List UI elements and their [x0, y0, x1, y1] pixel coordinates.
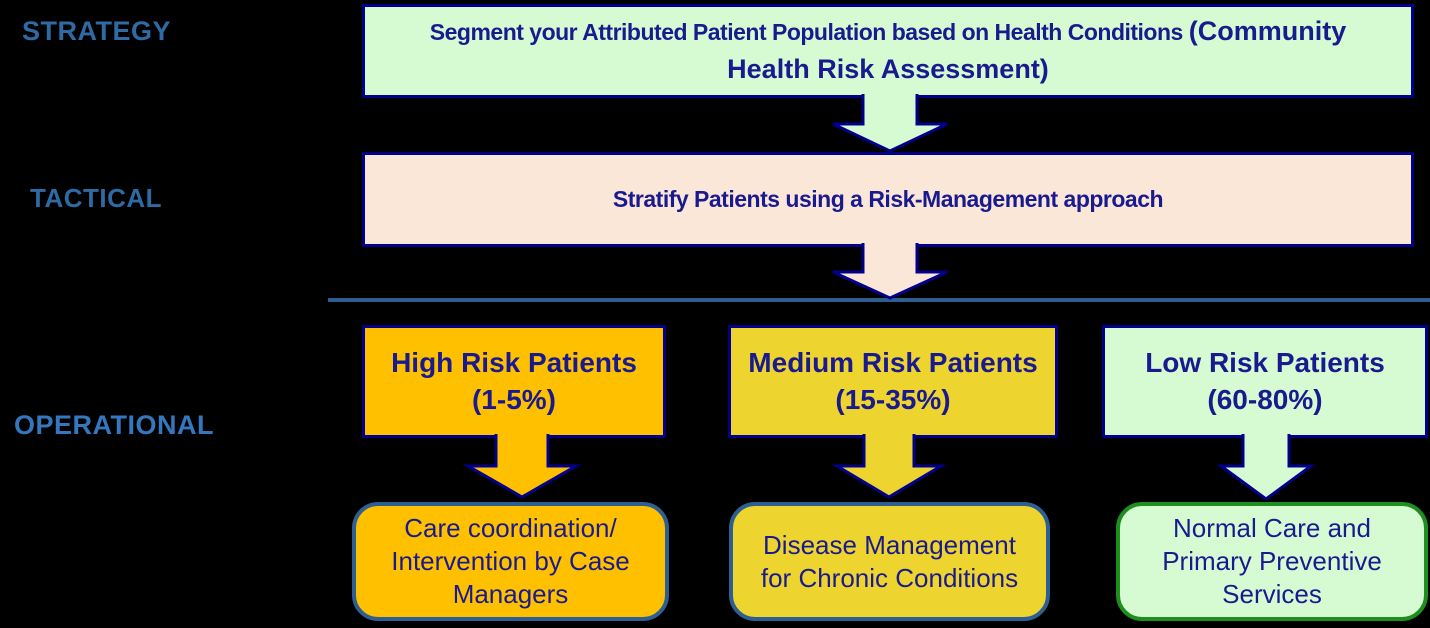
medium-risk-box: Medium Risk Patients (15-35%): [728, 325, 1058, 438]
down-arrow-strategy-to-tactical-icon: [832, 94, 948, 153]
strategy-box-text-emphasis: (Community Health Risk Assessment): [727, 16, 1347, 84]
strategy-box-text-main: Segment your Attributed Patient Populati…: [429, 19, 1189, 46]
medium-risk-range: (15-35%): [835, 383, 951, 415]
high-risk-action-box: Care coordination/ Intervention by Case …: [352, 502, 669, 621]
medium-risk-action-text: Disease Management for Chronic Condition…: [760, 529, 1019, 593]
operational-divider-line: [328, 298, 1430, 302]
low-risk-box: Low Risk Patients (60-80%): [1102, 325, 1428, 438]
operational-row-label: OPERATIONAL: [14, 410, 214, 440]
high-risk-action-text: Care coordination/ Intervention by Case …: [391, 513, 630, 609]
down-arrow-tactical-to-operational-icon: [832, 243, 948, 300]
down-arrow-low-risk-icon: [1216, 434, 1316, 501]
high-risk-range: (1-5%): [471, 383, 556, 415]
high-risk-title: High Risk Patients: [391, 346, 637, 378]
high-risk-box: High Risk Patients (1-5%): [362, 325, 666, 438]
strategy-row-label: STRATEGY: [22, 16, 172, 46]
down-arrow-high-risk-icon: [462, 434, 582, 499]
tactical-box-text: Stratify Patients using a Risk-Managemen…: [612, 186, 1164, 213]
low-risk-title: Low Risk Patients: [1145, 346, 1385, 378]
medium-risk-action-box: Disease Management for Chronic Condition…: [729, 502, 1050, 621]
medium-risk-title: Medium Risk Patients: [748, 346, 1038, 378]
low-risk-range: (60-80%): [1207, 383, 1323, 415]
strategy-box: Segment your Attributed Patient Populati…: [362, 4, 1414, 98]
strategy-box-text: Segment your Attributed Patient Populati…: [395, 13, 1381, 89]
tactical-box: Stratify Patients using a Risk-Managemen…: [362, 152, 1414, 247]
low-risk-action-box: Normal Care and Primary Preventive Servi…: [1116, 502, 1428, 621]
low-risk-action-text: Normal Care and Primary Preventive Servi…: [1162, 513, 1382, 609]
down-arrow-medium-risk-icon: [831, 434, 947, 499]
tactical-row-label: TACTICAL: [30, 183, 163, 213]
